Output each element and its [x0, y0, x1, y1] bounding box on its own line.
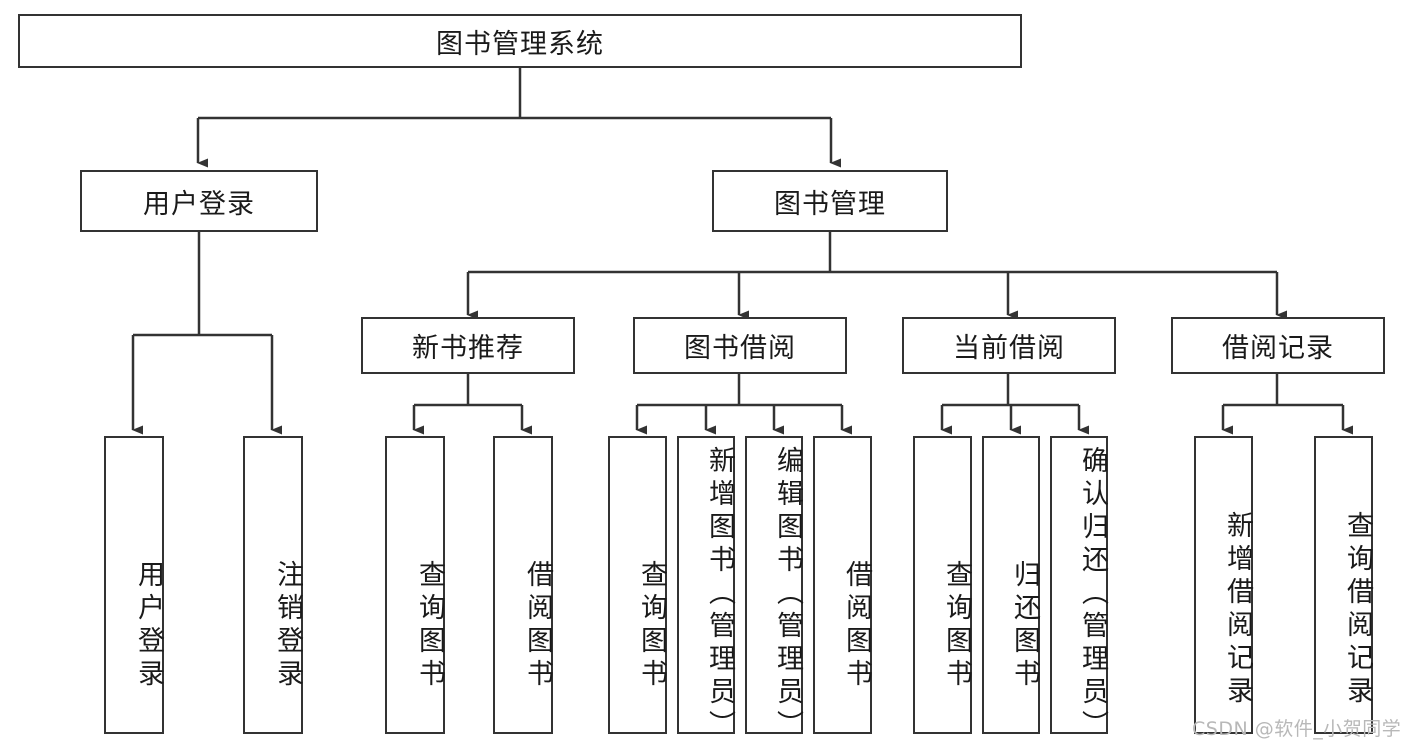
leaf-current-borrow-query-book[interactable]: 查询图书 [913, 436, 972, 734]
leaf-new-book-query-book[interactable]: 查询图书 [385, 436, 445, 734]
leaf-user-login-logout[interactable]: 注销登录 [243, 436, 303, 734]
leaf-book-borrow-query-book[interactable]: 查询图书 [608, 436, 667, 734]
leaf-new-book-borrow-book[interactable]: 借阅图书 [493, 436, 553, 734]
leaf-book-borrow-edit-book-admin[interactable]: 编辑图书（管理员） [745, 436, 803, 743]
node-root-book-management-system[interactable]: 图书管理系统 [18, 14, 1022, 68]
leaf-borrow-record-add-record[interactable]: 新增借阅记录 [1194, 436, 1253, 734]
leaf-current-borrow-confirm-return-admin[interactable]: 确认归还（管理员） [1050, 436, 1108, 743]
node-book-borrow[interactable]: 图书借阅 [633, 317, 847, 374]
node-current-borrow[interactable]: 当前借阅 [902, 317, 1116, 374]
node-new-book-recommend[interactable]: 新书推荐 [361, 317, 575, 374]
csdn-watermark: CSDN @软件_小贺同学 [1192, 718, 1402, 740]
leaf-borrow-record-query-record[interactable]: 查询借阅记录 [1314, 436, 1373, 734]
leaf-book-borrow-add-book-admin[interactable]: 新增图书（管理员） [677, 436, 735, 743]
node-borrow-record[interactable]: 借阅记录 [1171, 317, 1385, 374]
node-book-management[interactable]: 图书管理 [712, 170, 948, 232]
node-user-login[interactable]: 用户登录 [80, 170, 318, 232]
leaf-user-login-login[interactable]: 用户登录 [104, 436, 164, 734]
leaf-current-borrow-return-book[interactable]: 归还图书 [982, 436, 1040, 734]
leaf-book-borrow-borrow-book[interactable]: 借阅图书 [813, 436, 872, 734]
